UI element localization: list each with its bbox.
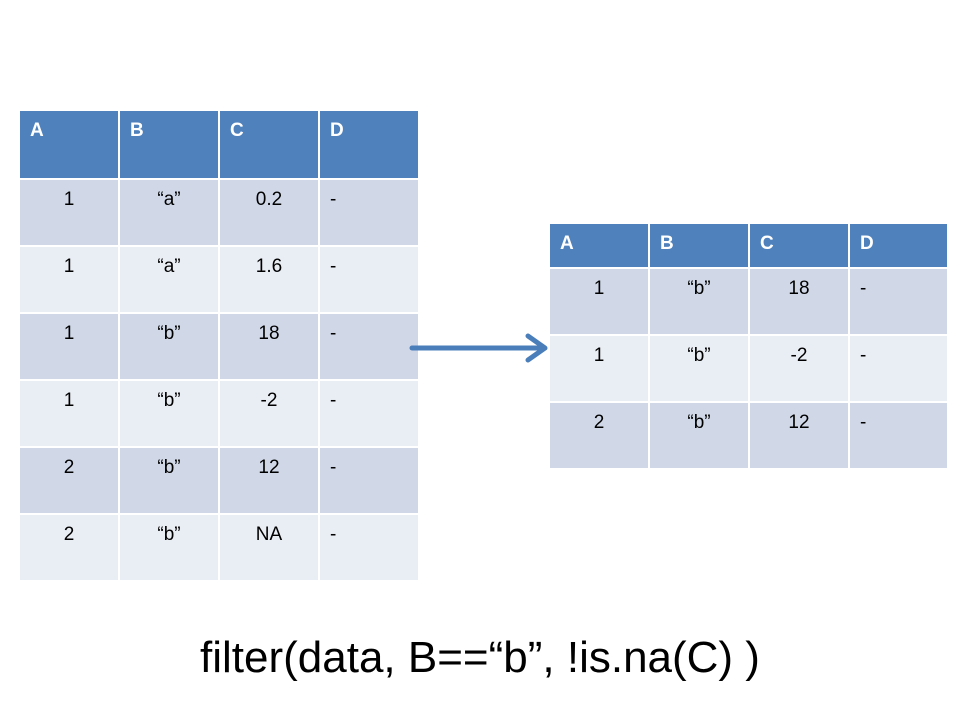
table-cell: 2 [548,401,650,470]
table-row: 1 “b” -2 - [18,379,420,448]
table-cell: “b” [118,513,220,582]
table-cell: 1 [548,267,650,336]
table-cell: “b” [648,334,750,403]
filter-formula: filter(data, B==“b”, !is.na(C) ) [200,633,760,682]
table-cell: 1 [18,312,120,381]
table-row: 1 “b” 18 - [18,312,420,381]
table-cell: - [848,267,949,336]
table-cell: “b” [648,401,750,470]
table-cell: - [318,513,420,582]
column-header: A [18,109,120,180]
table-row: 1 “b” 18 - [548,267,949,336]
table-cell: “b” [118,312,220,381]
table-cell: NA [218,513,320,582]
table-cell: - [318,379,420,448]
column-header: B [648,222,750,269]
table-row: 2 “b” 12 - [18,446,420,515]
table-cell: “b” [118,446,220,515]
table-cell: “b” [118,379,220,448]
table-cell: 12 [748,401,850,470]
table-cell: - [848,334,949,403]
table-cell: - [318,312,420,381]
table-row: 1 “a” 0.2 - [18,178,420,247]
table-cell: - [318,446,420,515]
column-header: B [118,109,220,180]
column-header: C [748,222,850,269]
output-table: A B C D 1 “b” 18 - 1 “b” -2 - 2 “b” 12 - [548,222,949,470]
input-table: A B C D 1 “a” 0.2 - 1 “a” 1.6 - 1 “b” 18… [18,109,420,582]
right-arrow-icon [409,333,548,363]
column-header: D [318,109,420,180]
table-cell: “b” [648,267,750,336]
table-row: 2 “b” NA - [18,513,420,582]
table-cell: 0.2 [218,178,320,247]
table-header-row: A B C D [548,222,949,269]
table-cell: 1 [18,379,120,448]
column-header: C [218,109,320,180]
table-cell: 1.6 [218,245,320,314]
table-header-row: A B C D [18,109,420,180]
table-cell: “a” [118,178,220,247]
table-row: 1 “b” -2 - [548,334,949,403]
table-cell: 2 [18,446,120,515]
table-cell: - [318,178,420,247]
table-cell: 1 [18,245,120,314]
table-cell: -2 [748,334,850,403]
table-cell: 18 [218,312,320,381]
table-cell: 12 [218,446,320,515]
table-cell: -2 [218,379,320,448]
table-cell: - [848,401,949,470]
column-header: D [848,222,949,269]
table-cell: 1 [548,334,650,403]
table-cell: “a” [118,245,220,314]
table-cell: 2 [18,513,120,582]
table-row: 1 “a” 1.6 - [18,245,420,314]
table-cell: 18 [748,267,850,336]
column-header: A [548,222,650,269]
table-row: 2 “b” 12 - [548,401,949,470]
table-cell: 1 [18,178,120,247]
table-cell: - [318,245,420,314]
